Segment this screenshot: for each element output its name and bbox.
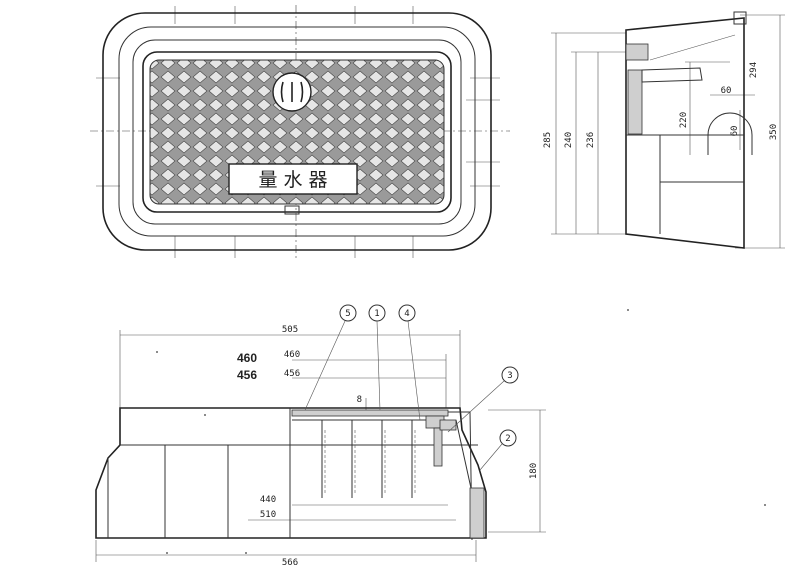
callout-2: 2	[505, 434, 510, 444]
callouts: 5 1 4 3 2	[304, 304, 519, 471]
dim-240: 240	[564, 132, 574, 148]
side-view: 285 240 236 294 60 60 220 350	[543, 11, 785, 249]
dim-60-vertical: 60	[730, 126, 740, 137]
dim-180: 180	[529, 463, 539, 479]
emphasis-460: 460	[237, 351, 257, 365]
section-view: 505 460 456 8 440 510 566 180 460 456	[95, 304, 546, 568]
callout-5: 5	[345, 309, 350, 319]
emphasis-456: 456	[237, 368, 257, 382]
dim-285: 285	[543, 132, 553, 148]
dim-220: 220	[679, 112, 689, 128]
dim-60-top: 60	[721, 86, 732, 96]
callout-4: 4	[404, 309, 409, 319]
dim-8: 8	[357, 395, 362, 405]
dim-460: 460	[284, 350, 300, 360]
dim-566: 566	[282, 558, 298, 568]
dim-505: 505	[282, 325, 298, 335]
callout-1: 1	[374, 309, 379, 319]
top-view: 量 水 器	[90, 5, 510, 258]
lid-marking-plate	[228, 163, 358, 195]
callout-3: 3	[507, 371, 512, 381]
dim-456: 456	[284, 369, 300, 379]
dim-440: 440	[260, 495, 276, 505]
dim-350: 350	[769, 124, 779, 140]
dim-294: 294	[749, 62, 759, 78]
lid-marking-text: 量 水 器	[258, 169, 327, 191]
dim-236: 236	[586, 132, 596, 148]
dim-510: 510	[260, 510, 276, 520]
